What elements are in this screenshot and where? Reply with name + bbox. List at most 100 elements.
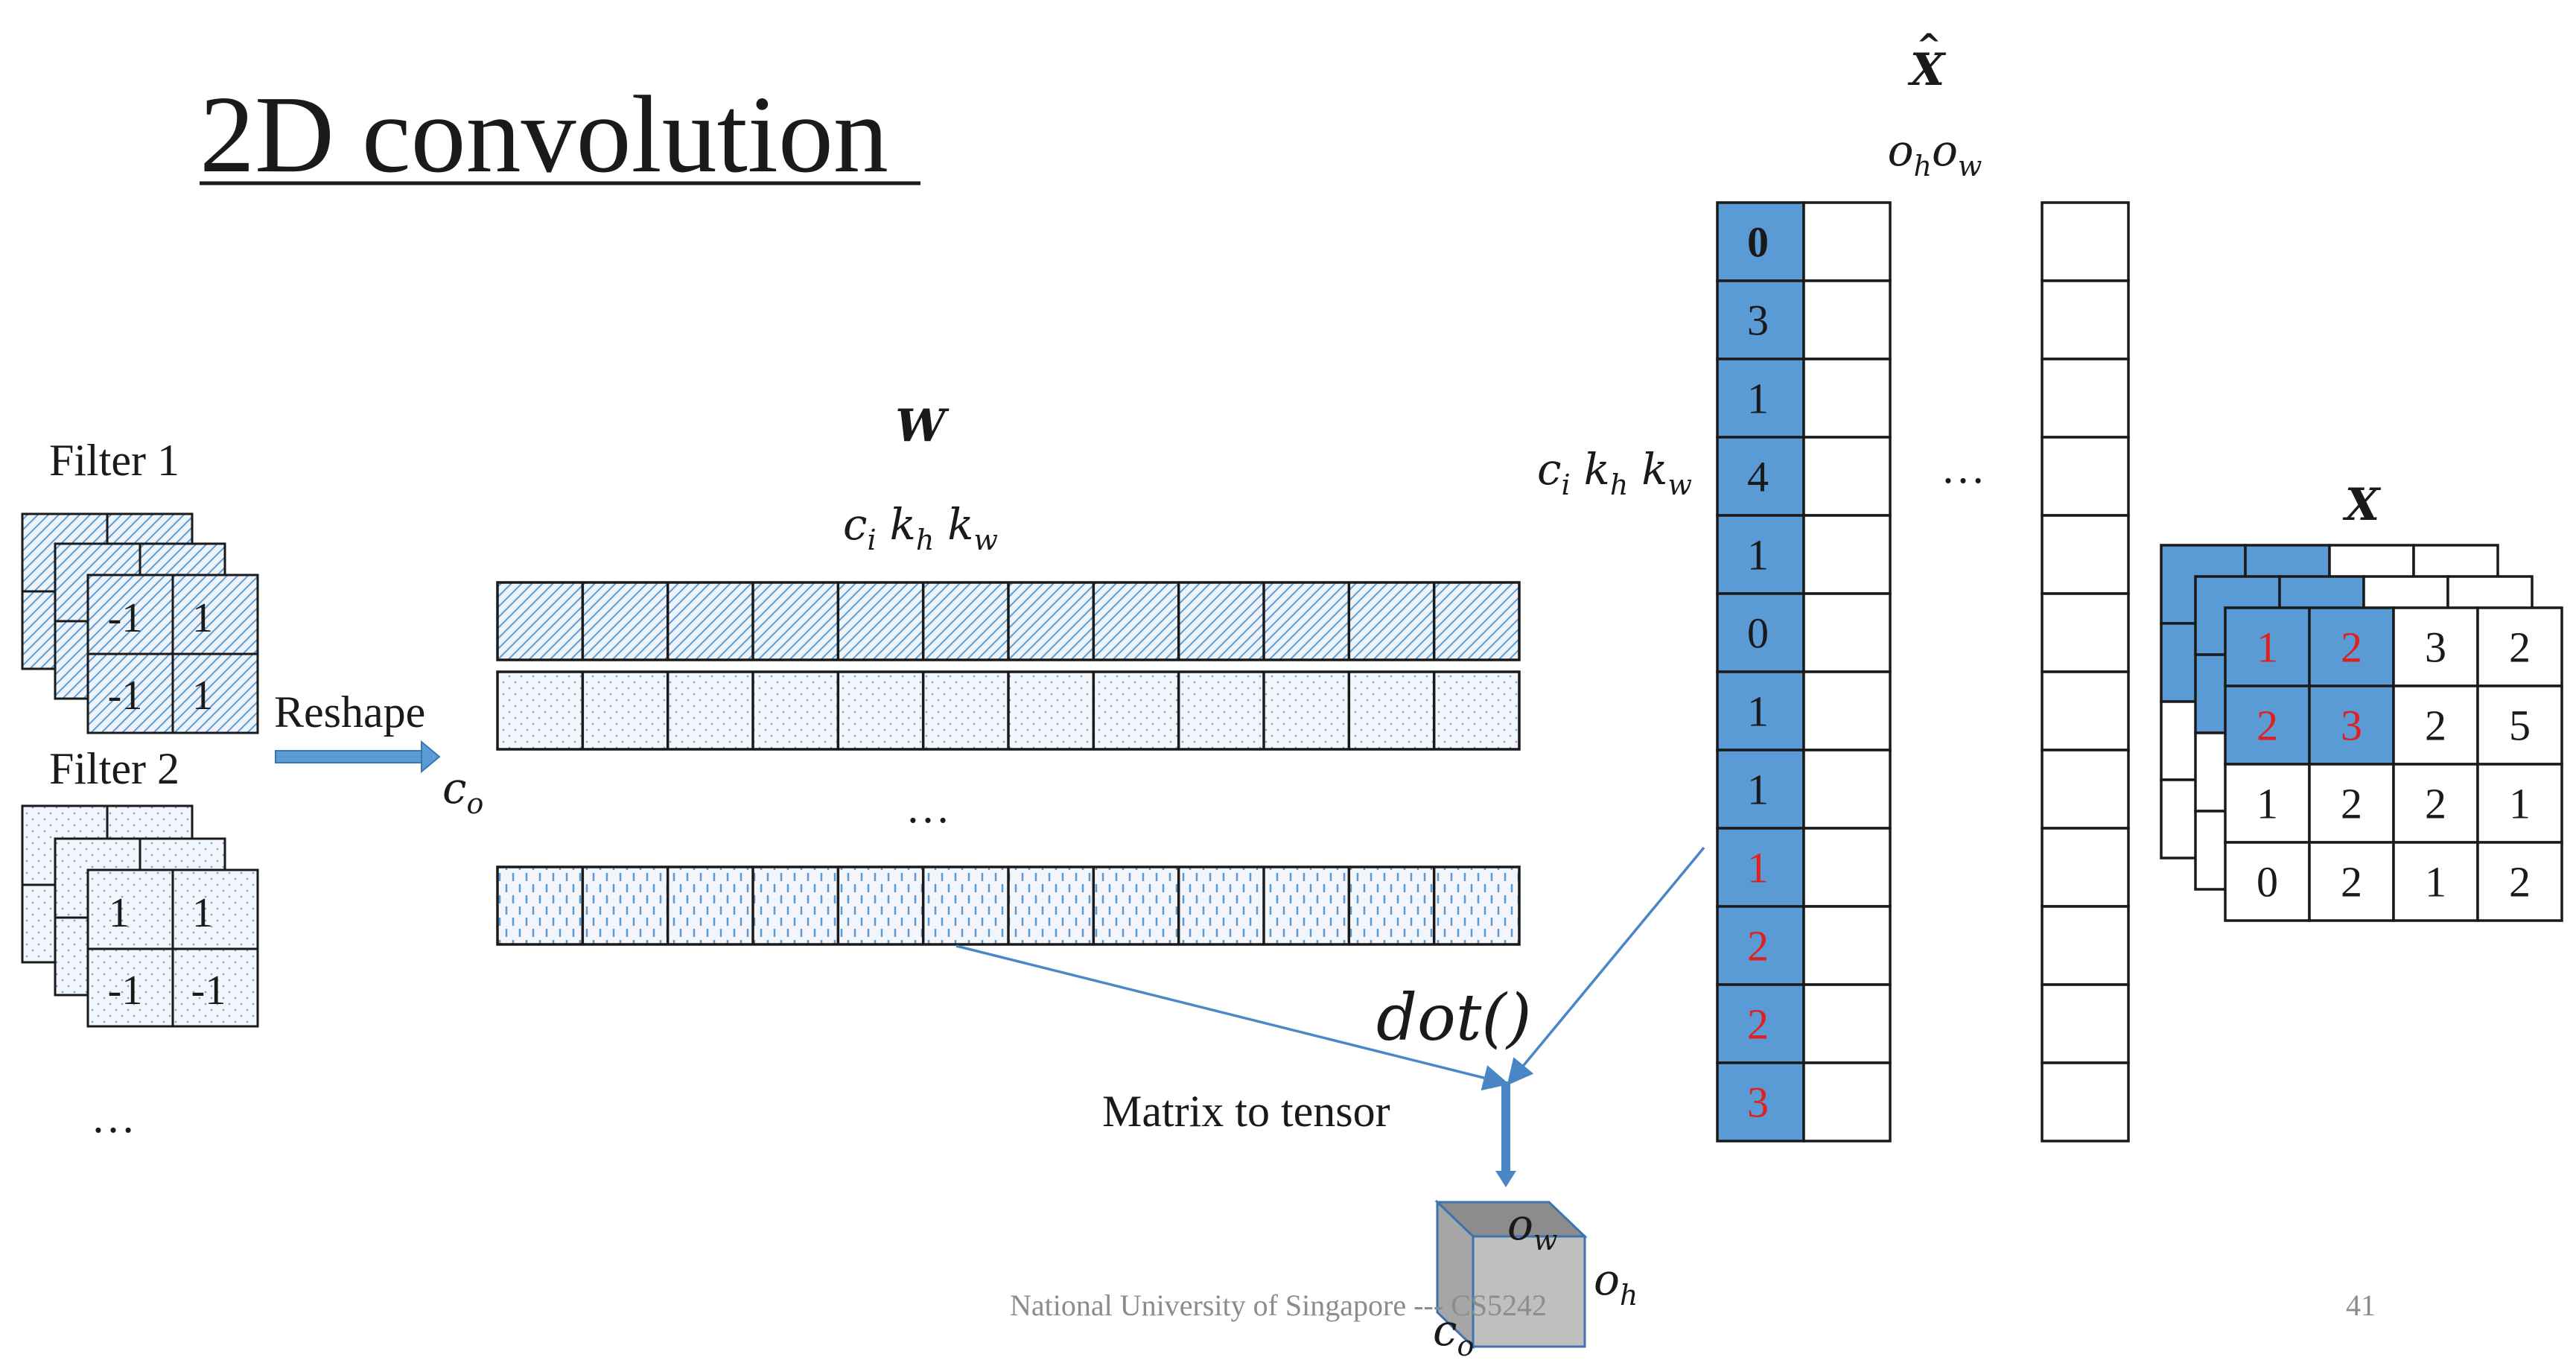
reshape-label: Reshape	[274, 687, 425, 737]
xhat-cell-value: 1	[1747, 766, 1769, 814]
x-tensor-cell	[2476, 841, 2563, 922]
xhat-cell	[1802, 592, 1892, 673]
w-cols-label-part: k	[947, 499, 973, 550]
filters-ellipsis: …	[91, 1093, 136, 1142]
xhat-cell-value: 1	[1747, 531, 1769, 579]
x-tensor-cell-value: 2	[2257, 702, 2278, 750]
xhat-cell	[1802, 279, 1892, 360]
xhat-hat-symbol: ^	[1916, 28, 1941, 63]
cube-label-part: c	[1433, 1305, 1457, 1356]
x-tensor-cell	[2308, 841, 2395, 922]
filter-1: Filter 1 -1 1 -1 1	[21, 436, 259, 734]
x-tensor-cell-value: 2	[2509, 858, 2531, 906]
xhat-cols-label: ohow	[1888, 125, 1982, 182]
xhat-cell	[1802, 1061, 1892, 1143]
x-tensor-cell-value: 2	[2341, 780, 2362, 828]
x-tensor-cell-value: 3	[2425, 623, 2446, 672]
page-number: 41	[2346, 1289, 2376, 1322]
filter-1-cell: 1	[192, 673, 213, 719]
xhat-column	[2041, 201, 2130, 1143]
xhat-rows-label-part: w	[1667, 468, 1692, 501]
xhat-cell	[2041, 201, 2130, 282]
xhat-cell	[2041, 436, 2130, 517]
x-tensor-cell	[2308, 606, 2395, 687]
xhat-cols-label-part: o	[1932, 125, 1958, 176]
xhat-cell	[2041, 749, 2130, 830]
cube-c-label: co	[1433, 1305, 1474, 1362]
w-matrix-row	[496, 670, 1521, 751]
xhat-cell-value: 3	[1747, 296, 1769, 345]
xhat-rows-label-part: k	[1584, 444, 1610, 495]
w-cols-label-part: i	[868, 524, 877, 556]
xhat-col-to-dot-line	[1507, 846, 1705, 1086]
xhat-cell	[1716, 983, 1805, 1064]
xhat-cols-label-part: h	[1913, 150, 1931, 182]
filter-1-cell: -1	[108, 673, 143, 719]
cube-label-part: o	[1507, 1199, 1533, 1250]
xhat-cols-label-part: o	[1888, 125, 1914, 176]
xhat-cell-value: 1	[1747, 844, 1769, 892]
w-cols-label-part: h	[916, 524, 934, 556]
filter-2-cell: -1	[108, 968, 143, 1014]
x-tensor-cell	[2224, 763, 2311, 844]
xhat-rows-label-part: c	[1537, 444, 1561, 495]
xhat-cell	[2041, 983, 2130, 1064]
filter-2: Filter 2 1 1 -1 -1	[21, 744, 259, 1028]
w-cols-label-part: c	[843, 499, 867, 550]
xhat-cell	[2041, 358, 2130, 439]
xhat-cell	[1716, 670, 1805, 752]
xhat-cell	[1716, 358, 1805, 439]
xhat-cell	[2041, 514, 2130, 595]
w-rows-ellipsis: …	[906, 783, 950, 832]
filter-2-label: Filter 2	[49, 744, 179, 793]
filter-1-label: Filter 1	[49, 436, 179, 485]
xhat-cell-value: 4	[1747, 453, 1769, 501]
x-tensor-cell-value: 1	[2425, 858, 2446, 906]
cube-front-face	[1472, 1235, 1586, 1348]
title-text: 2D convolution	[200, 74, 888, 196]
xhat-cell	[2041, 670, 2130, 752]
x-tensor-cell-value: 1	[2257, 623, 2278, 672]
filter-2-cell: 1	[109, 890, 130, 936]
x-tensor-cell	[2224, 841, 2311, 922]
x-tensor-cell-value: 3	[2341, 702, 2362, 750]
x-tensor-cell-value: 1	[2257, 780, 2278, 828]
w-cols-label-part: k	[890, 499, 916, 550]
x-tensor-cell-value: 2	[2425, 780, 2446, 828]
x-tensor-cell-value: 2	[2341, 623, 2362, 672]
cube-label-part: h	[1620, 1279, 1638, 1312]
w-row-to-dot-line	[955, 944, 1510, 1091]
filter-1-cell: -1	[108, 595, 143, 641]
w-matrix-name: W	[895, 400, 950, 452]
xhat-cell	[1802, 827, 1892, 908]
cube-w-label: ow	[1507, 1199, 1557, 1256]
xhat-cell-value: 0	[1747, 218, 1769, 267]
w-cols-label-part: w	[973, 524, 998, 556]
xhat-cell	[1716, 905, 1805, 986]
cube-label-part: o	[1594, 1254, 1620, 1305]
footer-text: National University of Singapore --- CS5…	[1010, 1289, 1547, 1322]
w-rows-label: co	[442, 763, 483, 820]
cube-label-part: o	[1457, 1329, 1474, 1362]
x-tensor-cell-value: 1	[2509, 780, 2531, 828]
x-tensor-cell-value: 0	[2257, 858, 2278, 906]
x-tensor-cell-value: 2	[2341, 858, 2362, 906]
xhat-cell-value: 2	[1747, 922, 1769, 970]
matrix-to-tensor-label: Matrix to tensor	[1102, 1087, 1390, 1136]
x-tensor-cell-value: 5	[2509, 702, 2531, 750]
w-matrix-row	[496, 865, 1521, 946]
xhat-cell	[2041, 905, 2130, 986]
slide-title: 2D convolution	[200, 74, 920, 196]
x-tensor-cell	[2224, 606, 2311, 687]
x-tensor-cell	[2308, 763, 2395, 844]
xhat-cell	[1802, 514, 1892, 595]
xhat-cell	[1716, 1061, 1805, 1143]
xhat-cell-value: 2	[1747, 1000, 1769, 1049]
xhat-cell	[1802, 436, 1892, 517]
xhat-cell-value: 3	[1747, 1078, 1769, 1127]
x-tensor-cell	[2392, 606, 2479, 687]
